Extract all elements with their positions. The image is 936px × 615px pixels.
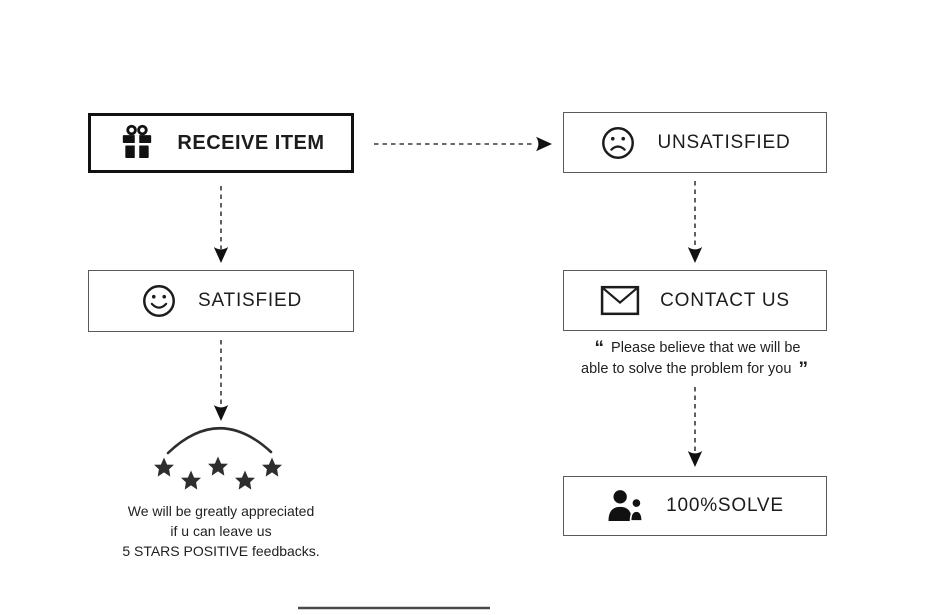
feedback-note-line-2: if u can leave us xyxy=(170,523,272,539)
arrow-satisfied-to-stars xyxy=(213,340,229,421)
five-stars-graphic xyxy=(154,426,282,490)
solve-label: 100%SOLVE xyxy=(666,495,784,516)
users-icon xyxy=(608,490,644,522)
contact-us-label: CONTACT US xyxy=(660,289,790,311)
envelope-icon xyxy=(600,285,640,316)
feedback-note-line-1: We will be greatly appreciated xyxy=(127,503,315,519)
star-icon xyxy=(235,470,255,490)
smile-icon xyxy=(143,285,175,317)
stars-arc xyxy=(166,426,273,455)
arrow-unsatisfied-to-contact xyxy=(687,181,703,263)
close-quote-mark: ” xyxy=(798,358,808,380)
star-icon xyxy=(181,470,201,490)
quote-line-2: able to solve the problem for you xyxy=(581,360,792,377)
star-icon xyxy=(154,457,174,477)
satisfied-box: SATISFIED xyxy=(88,270,354,332)
feedback-note-line-3: 5 STARS POSITIVE feedbacks. xyxy=(122,543,320,559)
solve-box: 100%SOLVE xyxy=(563,476,827,536)
star-icon xyxy=(262,457,282,477)
unsatisfied-box: UNSATISFIED xyxy=(563,112,827,173)
quote-line-1: Please believe that we will be xyxy=(611,340,801,356)
contact-quote: “ Please believe that we will be able to… xyxy=(550,338,842,379)
arrow-quote-to-solve xyxy=(687,387,703,467)
contact-us-box: CONTACT US xyxy=(563,270,827,331)
gift-icon xyxy=(123,124,152,158)
arrow-receive-to-unsatisfied xyxy=(374,136,552,152)
receive-item-label: RECEIVE ITEM xyxy=(177,131,325,154)
open-quote-mark: “ xyxy=(594,338,605,359)
receive-item-box: RECEIVE ITEM xyxy=(88,113,354,173)
satisfied-label: SATISFIED xyxy=(198,290,302,311)
star-icon xyxy=(208,456,228,476)
unsatisfied-label: UNSATISFIED xyxy=(657,131,791,153)
feedback-note: We will be greatly appreciated if u can … xyxy=(58,501,384,561)
frown-icon xyxy=(602,126,635,159)
arrow-receive-to-satisfied xyxy=(213,186,229,263)
